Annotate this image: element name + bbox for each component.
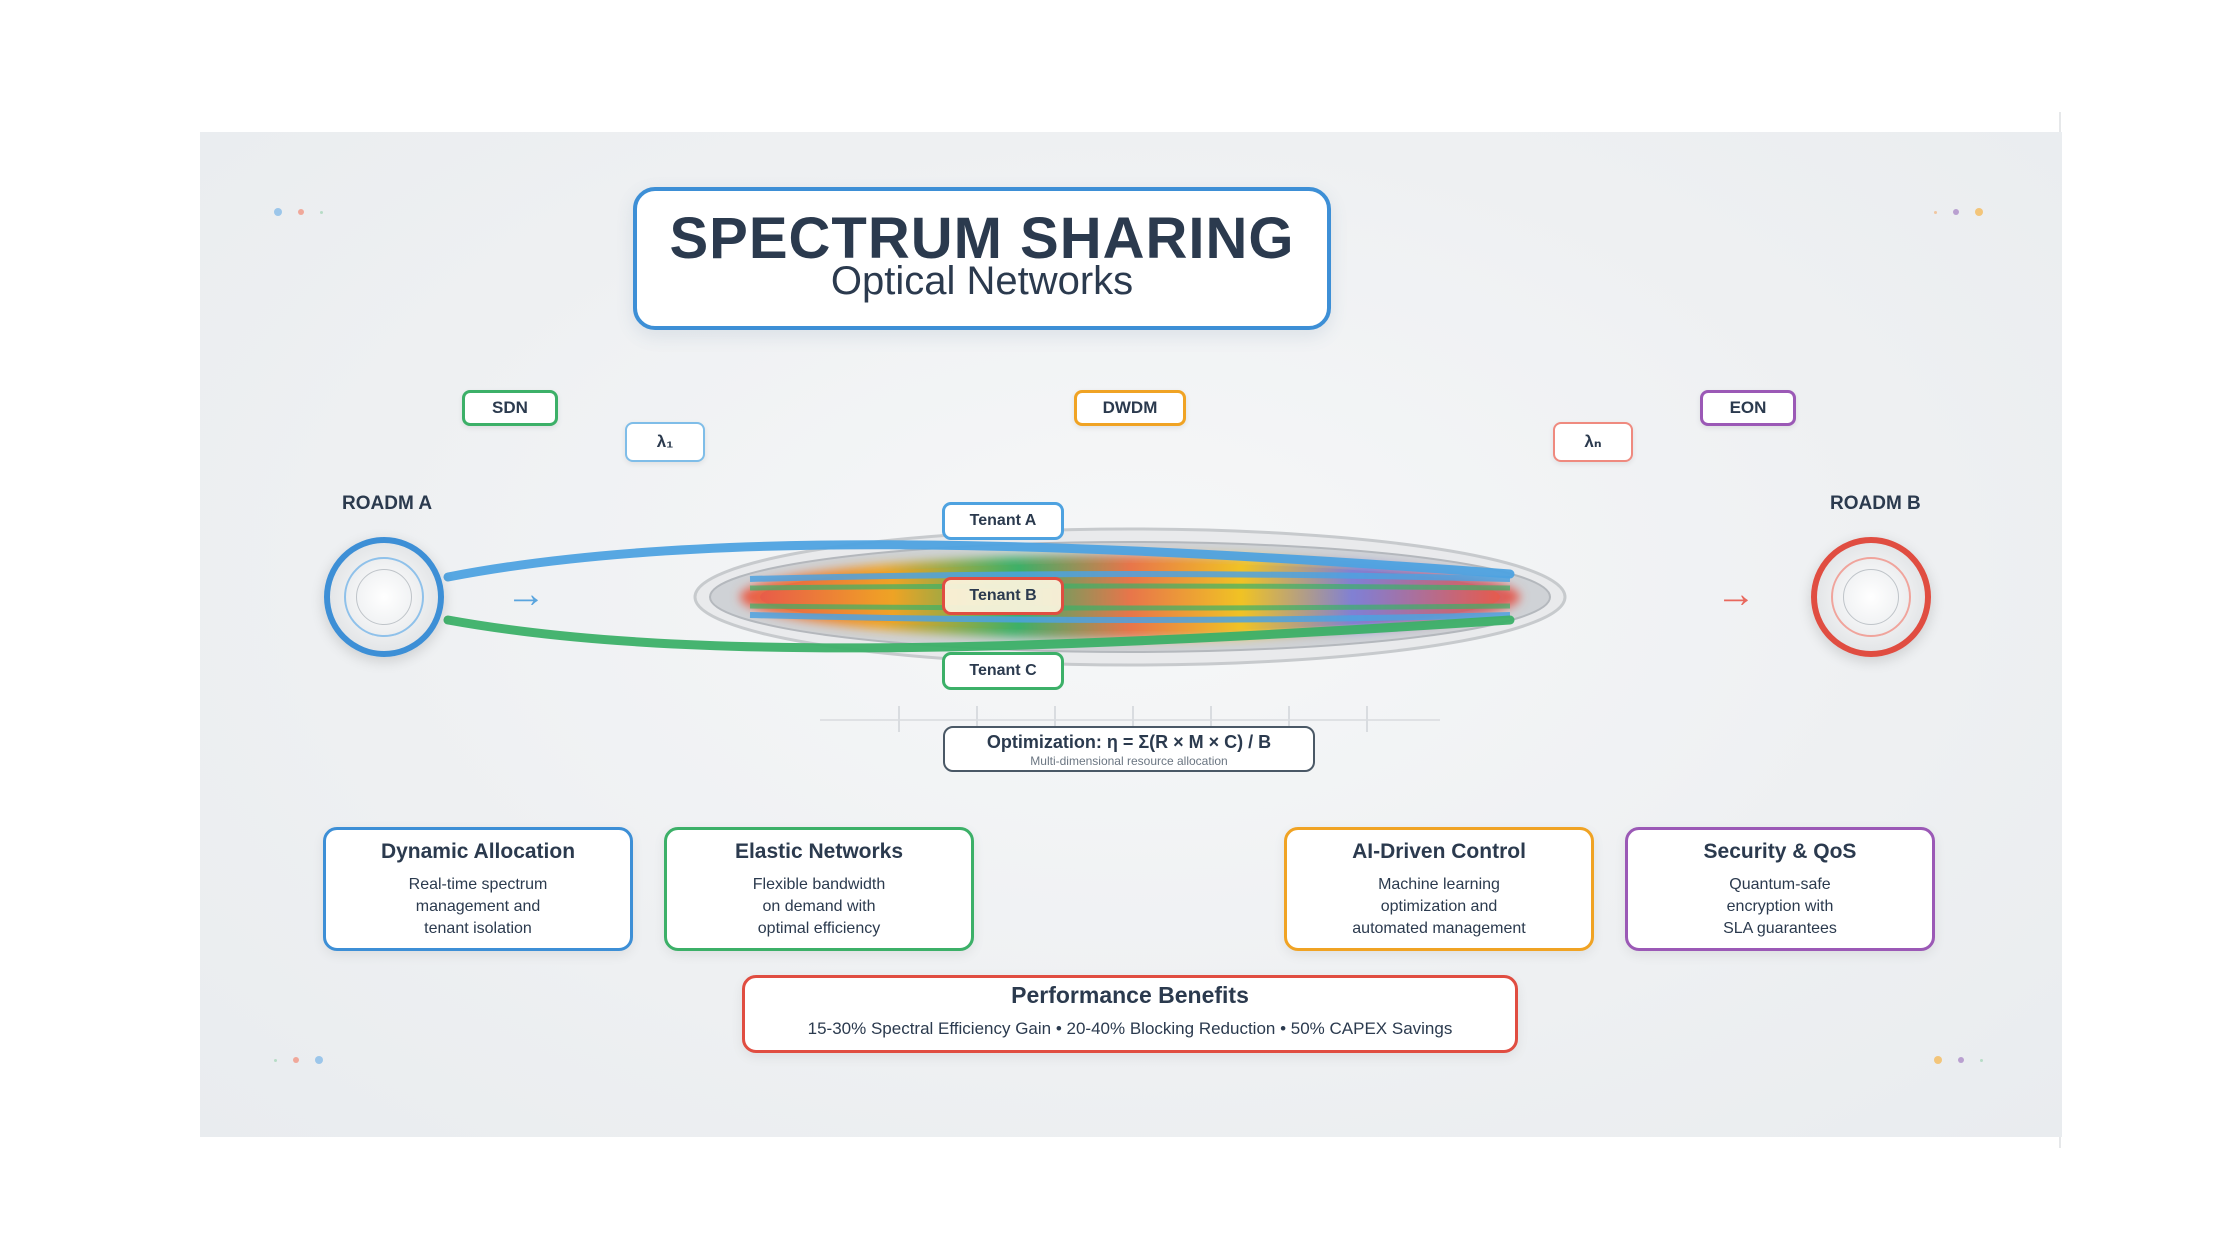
- performance-title: Performance Benefits: [1011, 982, 1249, 1008]
- roadm-b-node: [1811, 537, 1931, 657]
- decor-dot: [1958, 1057, 1964, 1063]
- decor-dot: [1934, 1056, 1942, 1064]
- card-line: SLA guarantees: [1723, 920, 1837, 937]
- roadm-b-label: ROADM B: [1830, 493, 1921, 514]
- card-line: Machine learning: [1378, 876, 1500, 893]
- card-dynamic-allocation: Dynamic Allocation Real-time spectrum ma…: [323, 827, 633, 951]
- card-title: Dynamic Allocation: [380, 840, 576, 863]
- card-line: encryption with: [1726, 898, 1834, 915]
- card-line: Quantum-safe: [1729, 876, 1831, 893]
- decor-dot: [298, 209, 304, 215]
- card-line: tenant isolation: [424, 920, 532, 937]
- roadm-a-node: [324, 537, 444, 657]
- tenant-c-label: Tenant C: [942, 652, 1064, 690]
- card-line: on demand with: [762, 898, 876, 915]
- card-ai-driven-control: AI-Driven Control Machine learning optim…: [1284, 827, 1594, 951]
- tag-eon: EON: [1700, 390, 1796, 426]
- optimization-formula: Optimization: η = Σ(R × M × C) / B: [986, 732, 1272, 752]
- card-elastic-networks: Elastic Networks Flexible bandwidth on d…: [664, 827, 974, 951]
- decor-dots-top-right: [1934, 208, 1983, 216]
- band-green-2: [749, 603, 1511, 611]
- roadm-a-core: [356, 569, 412, 625]
- optimization-caption: Multi-dimensional resource allocation: [1030, 754, 1228, 768]
- diagram-canvas: SPECTRUM SHARING Optical Networks SDN DW…: [200, 132, 2062, 1137]
- card-line: Real-time spectrum: [408, 876, 548, 893]
- decor-dots-top-left: [274, 208, 323, 216]
- card-line: Flexible bandwidth: [752, 876, 886, 893]
- card-title: AI-Driven Control: [1352, 840, 1526, 863]
- page-title: SPECTRUM SHARING: [669, 206, 1295, 271]
- card-line: automated management: [1352, 920, 1526, 937]
- roadm-a-label: ROADM A: [342, 493, 433, 514]
- card-line: optimal efficiency: [757, 920, 881, 937]
- arrow-right-red-icon: →: [1716, 572, 1756, 616]
- card-title: Elastic Networks: [734, 840, 904, 863]
- tenant-a-label: Tenant A: [942, 502, 1064, 540]
- decor-dot: [1934, 210, 1937, 214]
- performance-metrics: 15-30% Spectral Efficiency Gain • 20-40%…: [807, 1019, 1453, 1038]
- tag-dwdm: DWDM: [1074, 390, 1186, 426]
- band-green: [749, 583, 1511, 591]
- roadm-b-ring: [1831, 557, 1911, 637]
- decor-dot: [293, 1057, 299, 1063]
- band-blue: [749, 571, 1511, 582]
- decor-dot: [274, 208, 282, 216]
- decor-dot: [274, 1058, 277, 1062]
- fiber-link-blue: [443, 540, 1515, 582]
- card-line: management and: [415, 898, 541, 915]
- arrow-right-blue-icon: →: [506, 572, 546, 616]
- decor-dots-bottom-right: [1934, 1056, 1983, 1064]
- card-title: Security & QoS: [1703, 840, 1857, 863]
- tenant-b-label: Tenant B: [942, 577, 1064, 615]
- decor-dot: [1980, 1058, 1983, 1062]
- decor-dot: [1975, 208, 1983, 216]
- tag-lambda-1: λ₁: [625, 422, 705, 462]
- decor-dots-bottom-left: [274, 1056, 323, 1064]
- band-blue-2: [749, 612, 1511, 623]
- tag-lambda-n: λₙ: [1553, 422, 1633, 462]
- page-subtitle: Optical Networks: [830, 259, 1134, 303]
- performance-benefits-box: Performance Benefits 15-30% Spectral Eff…: [742, 975, 1518, 1053]
- roadm-a-ring: [344, 557, 424, 637]
- decor-dot: [315, 1056, 323, 1064]
- card-line: optimization and: [1380, 898, 1498, 915]
- tag-sdn: SDN: [462, 390, 558, 426]
- roadm-b-core: [1843, 569, 1899, 625]
- decor-dot: [320, 210, 323, 214]
- card-security-qos: Security & QoS Quantum-safe encryption w…: [1625, 827, 1935, 951]
- optimization-box: Optimization: η = Σ(R × M × C) / B Multi…: [943, 726, 1315, 772]
- fiber-link-green: [443, 615, 1515, 653]
- title-box: SPECTRUM SHARING Optical Networks: [633, 187, 1331, 330]
- decor-dot: [1953, 209, 1959, 215]
